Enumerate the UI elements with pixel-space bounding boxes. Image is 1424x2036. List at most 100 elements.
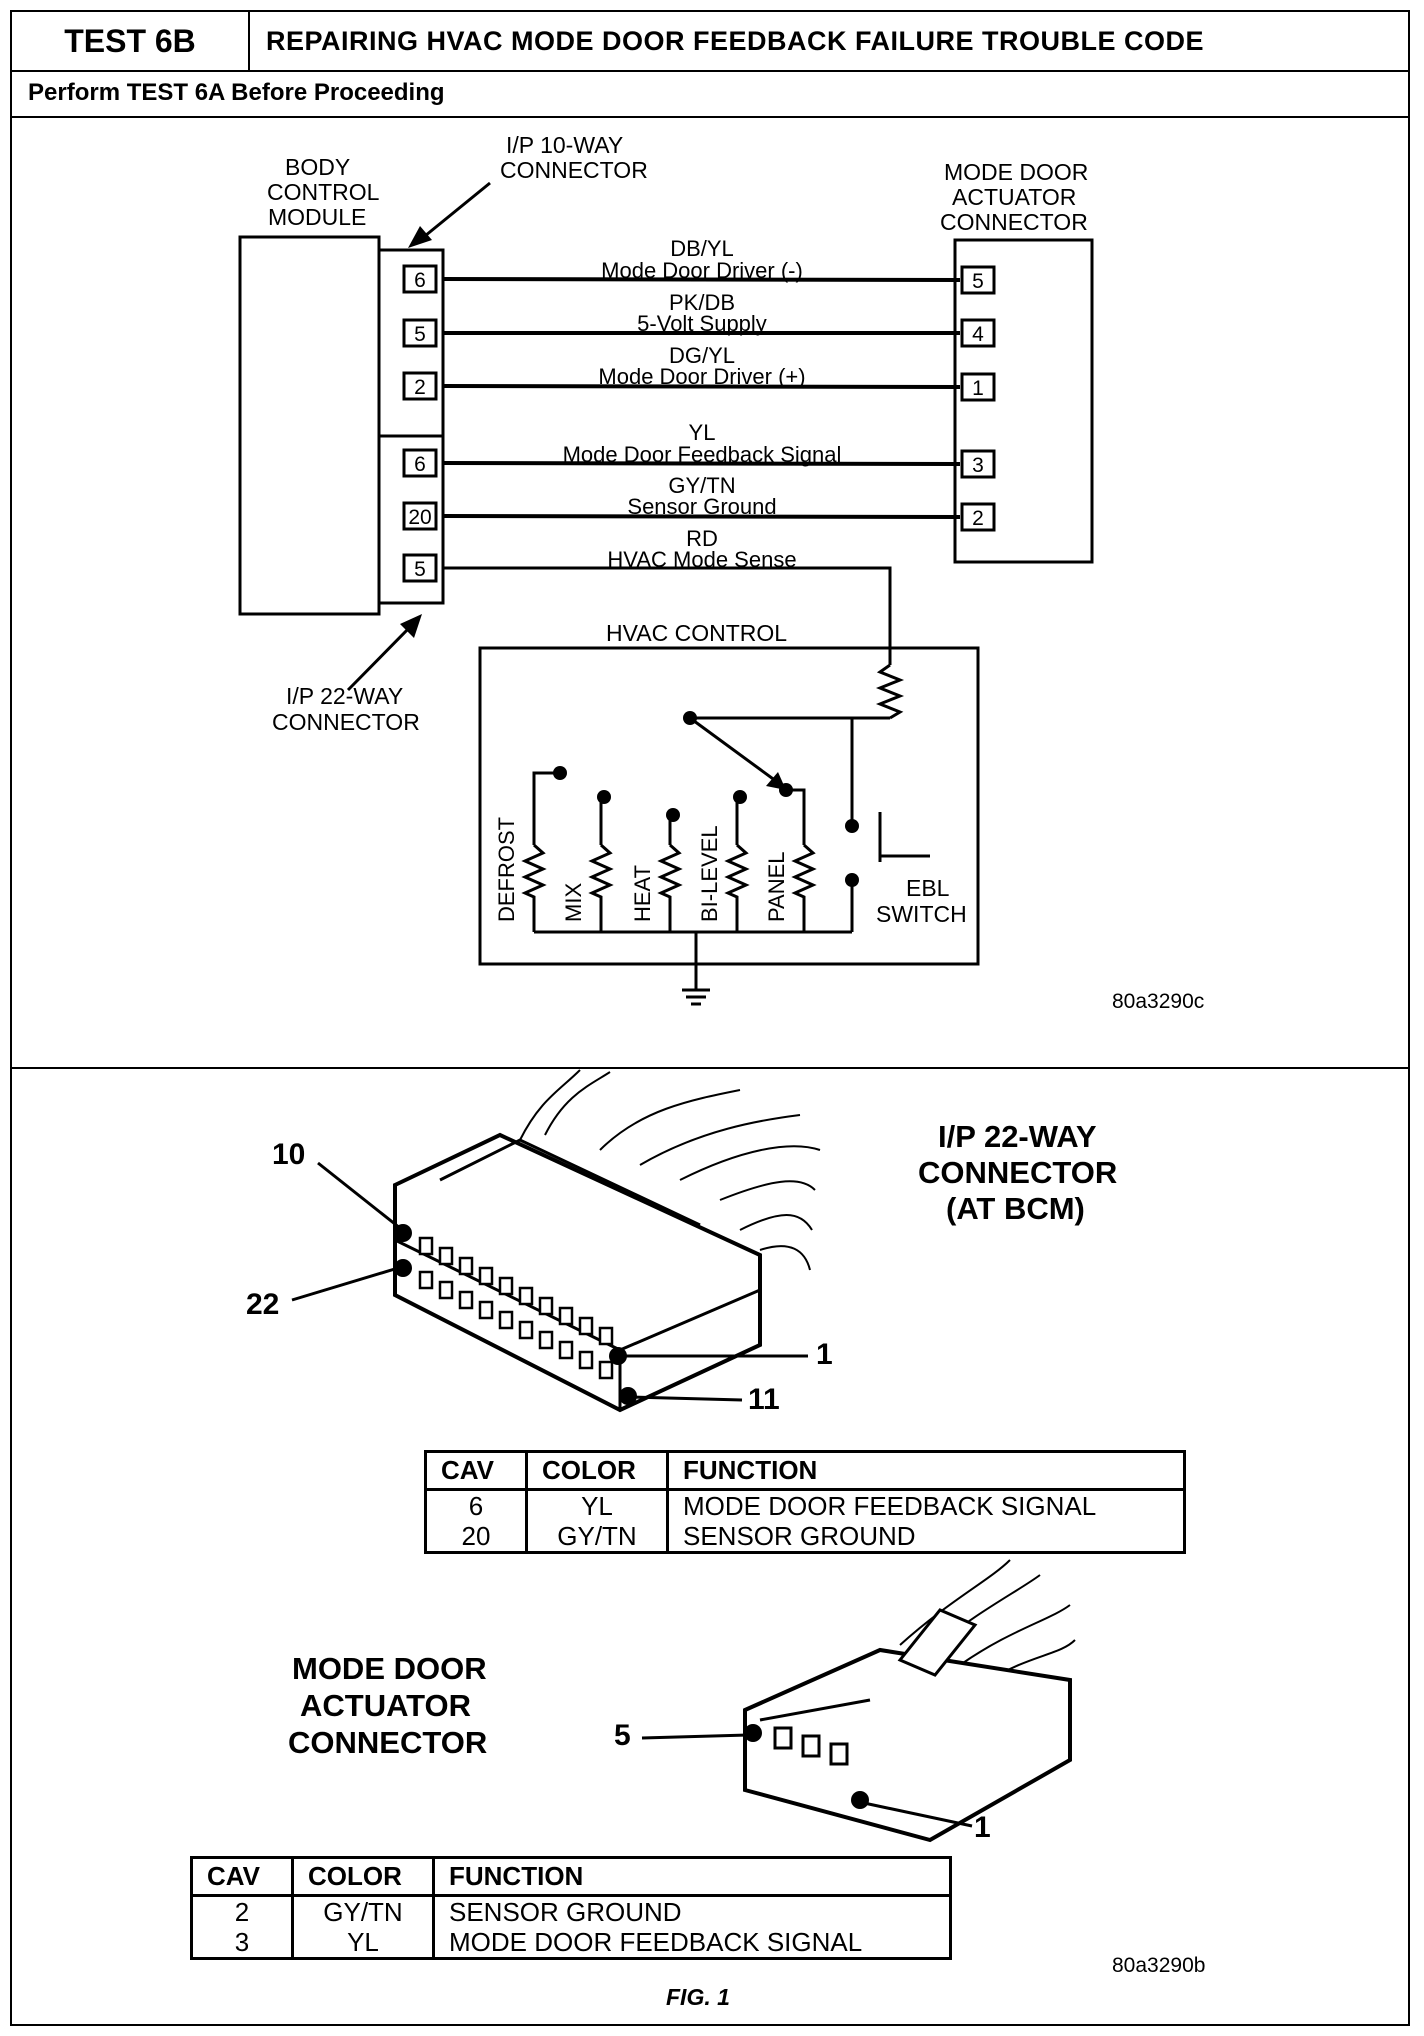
actuator-pin-box [960, 502, 996, 532]
pin-11-marker [619, 1387, 637, 1405]
bcm-pin-number: 2 [414, 376, 426, 399]
mode-resistor [724, 843, 750, 932]
ip22-arrow [346, 623, 414, 692]
mode-resistor [588, 843, 614, 932]
pin-10-leader [317, 1161, 401, 1230]
pin-22-label: 22 [246, 1288, 280, 1321]
actuator-box [953, 238, 1094, 564]
ip22-cavity [558, 1340, 574, 1360]
bcm-pin-box [402, 264, 438, 294]
actuator-pin-number: 1 [972, 377, 984, 400]
mode-position-label: BI-LEVEL [697, 825, 722, 922]
mode-lead [735, 795, 740, 845]
actuator-cell-1 [773, 1726, 793, 1750]
actuator-pin-number: 4 [972, 323, 984, 346]
bcm-label-2: CONTROL [267, 179, 380, 205]
ip22-table-header: CAV COLOR FUNCTION [425, 1451, 1185, 1491]
ip22-title-1: I/P 22-WAY [938, 1119, 1097, 1154]
actuator-title-2: ACTUATOR [300, 1688, 472, 1723]
wire-line [442, 514, 961, 519]
ip22-arrowhead [400, 614, 422, 638]
bcm-pin-box [402, 371, 438, 401]
ip22-cavity [458, 1290, 474, 1310]
wire-color-label: DG/YL [669, 343, 735, 368]
actuator-pin-1-label: 1 [974, 1811, 991, 1844]
function-cell: MODE DOOR FEEDBACK SIGNAL [449, 1927, 863, 1957]
ip22-cavity [458, 1256, 474, 1276]
function-cell: MODE DOOR FEEDBACK SIGNAL [683, 1491, 1097, 1521]
actuator-pin-1-leader [863, 1801, 973, 1828]
color-cell: GY/TN [292, 1895, 435, 1927]
ip22-cavity [518, 1320, 534, 1340]
bcm-pin-box [402, 448, 438, 478]
wire-function-label: Mode Door Driver (+) [598, 364, 805, 389]
ip10-label-1: I/P 10-WAY [506, 132, 624, 158]
actuator-pin-number: 2 [972, 507, 984, 530]
ip22-cavity [418, 1236, 434, 1256]
table-row: 3 YL MODE DOOR FEEDBACK SIGNAL [191, 1927, 951, 1959]
ip22-cavity [418, 1270, 434, 1290]
ip22-cavity [518, 1286, 534, 1306]
mode-position-label: PANEL [764, 851, 789, 922]
hvac-control-label: HVAC CONTROL [606, 620, 788, 646]
ebl-label-2: SWITCH [876, 901, 967, 927]
ip22-cavity [438, 1280, 454, 1300]
pin-11-label: 11 [748, 1383, 780, 1416]
bcm-pin-number: 5 [414, 323, 426, 346]
section-divider [12, 1067, 1408, 1069]
cav-cell: 2 [191, 1895, 294, 1927]
mode-position-label: MIX [561, 883, 586, 922]
actuator-pin-number: 3 [972, 454, 984, 477]
actuator-latch [897, 1608, 978, 1677]
prerequisite-note: Perform TEST 6A Before Proceeding [12, 70, 1408, 118]
mode-lead [532, 771, 560, 845]
mode-position-label: DEFROST [494, 817, 519, 922]
actuator-col-function: FUNCTION [433, 1857, 951, 1897]
mode-resistor [791, 843, 817, 932]
wire-color-label: YL [689, 420, 716, 445]
bcm-pin-number: 6 [414, 453, 426, 476]
bcm-pin-box [402, 501, 438, 531]
ip22-latch [439, 1138, 701, 1227]
actuator-table-header: CAV COLOR FUNCTION [191, 1857, 951, 1897]
ip22-label-2: CONNECTOR [272, 709, 420, 735]
actuator-pin-5-marker [744, 1724, 762, 1742]
wire-function-label: 5-Volt Supply [637, 311, 767, 336]
actuator-label-3: CONNECTOR [940, 209, 1088, 235]
mode-lead [668, 813, 673, 845]
mode-position-label: HEAT [630, 865, 655, 922]
wire-color-label: GY/TN [668, 473, 735, 498]
bcm-pin-number: 6 [414, 269, 426, 292]
ip22-cavity [598, 1360, 614, 1380]
mode-lead [599, 795, 604, 845]
mode-resistor [521, 843, 547, 932]
ip22-cavity [578, 1350, 594, 1370]
actuator-label-1: MODE DOOR [944, 159, 1089, 185]
ip10-label-2: CONNECTOR [500, 157, 648, 183]
actuator-col-cav: CAV [191, 1857, 294, 1897]
cav-cell: 20 [425, 1521, 528, 1553]
ip10-arrowhead [408, 226, 432, 248]
pin-1-marker [609, 1347, 627, 1365]
ip22-housing [393, 1132, 762, 1413]
wire-function-label: Sensor Ground [627, 494, 776, 519]
bcm-pin-box [402, 553, 438, 583]
table-row: 2 GY/TN SENSOR GROUND [191, 1895, 951, 1927]
ip22-cavity [498, 1276, 514, 1296]
pin-22-leader [291, 1266, 399, 1302]
test-sheet: TEST 6B REPAIRING HVAC MODE DOOR FEEDBAC… [10, 10, 1410, 2026]
ip22-cavity [538, 1296, 554, 1316]
actuator-title-1: MODE DOOR [292, 1651, 487, 1686]
ip22-harness-wires [519, 1069, 821, 1271]
wire-color-label: RD [686, 526, 718, 551]
pin-11-leader [631, 1395, 743, 1402]
color-cell: YL [292, 1927, 435, 1959]
ip22-ridge-2 [619, 1288, 761, 1352]
test-title: REPAIRING HVAC MODE DOOR FEEDBACK FAILUR… [266, 25, 1205, 56]
mode-resistor [657, 843, 683, 932]
ip22-cavity [498, 1310, 514, 1330]
schematic-code: 80a3290c [1112, 990, 1205, 1013]
rd-wire-to-control [443, 566, 892, 665]
